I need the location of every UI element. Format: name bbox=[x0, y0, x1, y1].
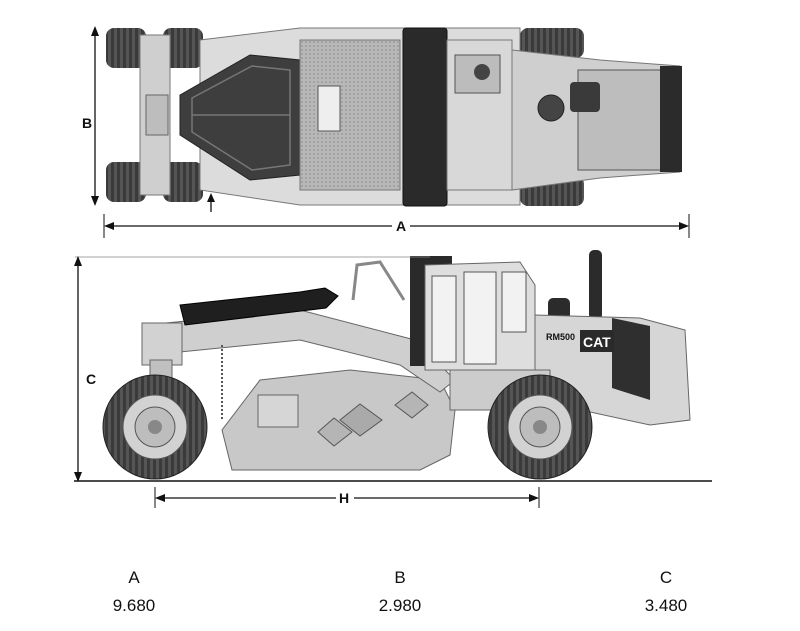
spec-b-key: B bbox=[394, 568, 406, 587]
model-badge: RM500 bbox=[546, 332, 575, 342]
dimension-b: B bbox=[82, 26, 99, 206]
side-wheel-rear bbox=[487, 374, 593, 480]
dimension-a-label: A bbox=[396, 218, 406, 234]
dimension-c-label: C bbox=[86, 371, 96, 387]
spec-a-key: A bbox=[128, 568, 140, 587]
top-view bbox=[106, 27, 682, 207]
side-view: RM500 CAT bbox=[74, 250, 712, 482]
pivot-marker-arrow bbox=[207, 193, 215, 212]
spec-c: C 3.480 bbox=[606, 566, 726, 618]
top-canopy-beam bbox=[402, 27, 448, 207]
dimension-b-label: B bbox=[82, 115, 92, 131]
top-wheel-rear-right bbox=[163, 28, 203, 68]
dimension-a: A bbox=[103, 214, 690, 238]
spec-c-key: C bbox=[659, 568, 673, 587]
top-wheel-front-left bbox=[106, 162, 146, 202]
side-wheel-front bbox=[102, 374, 208, 480]
brand-logo-text: CAT bbox=[583, 334, 611, 350]
top-wheel-rear-drive-left bbox=[520, 28, 584, 58]
dimension-h-label: H bbox=[339, 490, 349, 506]
dimension-c: C bbox=[74, 256, 430, 482]
spec-b-value: 2.980 bbox=[378, 596, 422, 615]
top-wheel-rear-left bbox=[106, 28, 146, 68]
spec-a: A 9.680 bbox=[74, 566, 194, 618]
spec-b: B 2.980 bbox=[340, 566, 460, 618]
spec-c-value: 3.480 bbox=[644, 596, 688, 615]
spec-a-value: 9.680 bbox=[112, 596, 156, 615]
dimension-h: H bbox=[154, 487, 540, 508]
top-wheel-front-right bbox=[163, 162, 203, 202]
